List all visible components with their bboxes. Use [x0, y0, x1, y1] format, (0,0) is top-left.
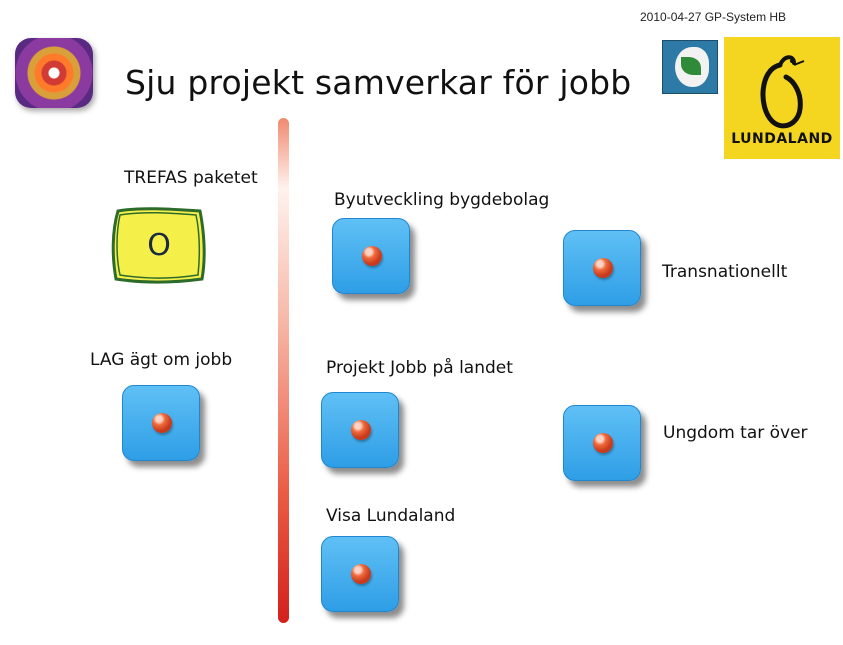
lundaland-logo-label: LUNDALAND — [731, 131, 833, 147]
red-dot-icon — [351, 420, 371, 440]
project-label-ungdom: Ungdom tar över — [663, 423, 808, 443]
trefas-frame-icon — [111, 207, 206, 284]
trefas-package-button[interactable]: O — [110, 205, 208, 285]
project-button-transnationellt[interactable] — [563, 230, 641, 306]
project-button-visa-lundaland[interactable] — [321, 536, 399, 612]
project-label-visa-lundaland: Visa Lundaland — [326, 506, 456, 526]
red-dot-icon — [152, 413, 172, 433]
date-stamp: 2010-04-27 GP-System HB — [640, 10, 787, 24]
vertical-divider — [278, 118, 289, 623]
red-dot-icon — [362, 246, 382, 266]
leader-logo-icon — [662, 40, 718, 94]
lundaland-logo: LUNDALAND — [724, 37, 840, 159]
project-label-byutveckling: Byutveckling bygdebolag — [334, 190, 550, 210]
project-button-byutveckling[interactable] — [332, 218, 410, 294]
project-label-transnationellt: Transnationellt — [662, 262, 788, 282]
project-button-ungdom[interactable] — [563, 405, 641, 481]
lundaland-figure-icon — [760, 55, 805, 129]
project-label-jobb-pa-landet: Projekt Jobb på landet — [326, 358, 513, 378]
trefas-box-letter: O — [147, 227, 171, 263]
page-title: Sju projekt samverkar för jobb — [125, 63, 632, 102]
leaf-icon — [681, 57, 701, 75]
app-logo-icon — [15, 38, 93, 108]
red-dot-icon — [593, 433, 613, 453]
lag-label: LAG ägt om jobb — [90, 350, 233, 370]
project-button-jobb-pa-landet[interactable] — [321, 392, 399, 468]
trefas-label: TREFAS paketet — [124, 168, 258, 188]
red-dot-icon — [593, 258, 613, 278]
red-dot-icon — [351, 564, 371, 584]
lag-button[interactable] — [122, 385, 200, 461]
